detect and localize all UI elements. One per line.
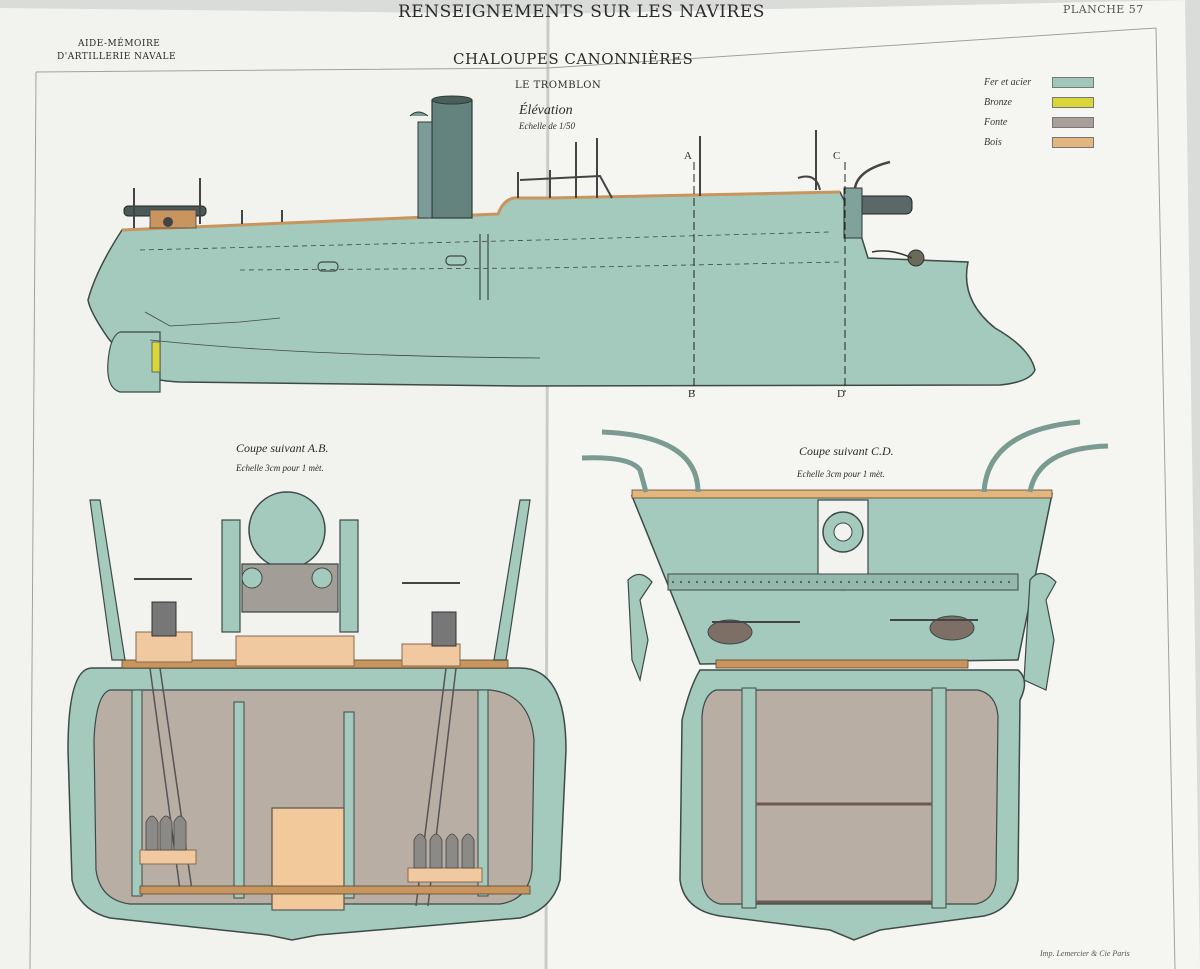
elevation-view	[87, 95, 1036, 393]
aide-memoire-line2: D'ARTILLERIE NAVALE	[57, 52, 177, 62]
legend-label: Bois	[984, 136, 1002, 148]
legend-label: Fonte	[984, 116, 1008, 128]
shells	[145, 815, 475, 869]
section-mark-a: A	[684, 150, 692, 162]
legend-label: Bronze	[984, 96, 1012, 108]
legend-item-wood: Bois	[984, 132, 1094, 152]
header-title: RENSEIGNEMENTS SUR LES NAVIRES	[398, 2, 765, 22]
bow-gun	[843, 160, 925, 267]
legend-swatch	[1052, 136, 1094, 148]
legend-item-bronze: Bronze	[984, 92, 1094, 112]
printer-credit: Imp. Lemercier & Cie Paris	[1040, 949, 1130, 958]
section-cd-title: Coupe suivant C.D.	[799, 444, 894, 458]
section-mark-c: C	[833, 150, 841, 162]
funnel	[409, 95, 473, 219]
section-ab-view	[67, 491, 567, 941]
rudder	[107, 331, 161, 393]
plate-frame	[35, 27, 1176, 969]
stern-gun	[123, 178, 207, 229]
legend-label: Fer et acier	[984, 76, 1032, 88]
deck-fittings	[241, 130, 821, 224]
section-cd-view	[581, 419, 1109, 941]
section-ab-scale: Echelle 3cm pour 1 mèt.	[236, 463, 324, 473]
elevation-scale: Echelle de 1/50	[519, 121, 575, 131]
section-cd-scale: Echelle 3cm pour 1 mèt.	[797, 469, 885, 479]
plate-number: PLANCHE 57	[1063, 3, 1144, 16]
davits	[581, 419, 1109, 493]
legend-item-iron: Fer et acier	[984, 72, 1094, 92]
main-title: CHALOUPES CANONNIÈRES	[453, 50, 694, 68]
section-mark-d: D	[837, 388, 845, 400]
section-mark-b: B	[688, 388, 696, 400]
legend-item-cast-iron: Fonte	[984, 112, 1094, 132]
legend-swatch	[1052, 96, 1094, 108]
ship-name: LE TROMBLON	[515, 80, 602, 91]
legend-swatch	[1052, 116, 1094, 128]
elevation-label: Élévation	[519, 103, 573, 118]
legend-swatch	[1052, 76, 1094, 88]
material-legend: Fer et acier Bronze Fonte Bois	[984, 72, 1094, 152]
aide-memoire-line1: AIDE-MÉMOIRE	[78, 39, 161, 49]
section-ab-title: Coupe suivant A.B.	[236, 441, 329, 455]
